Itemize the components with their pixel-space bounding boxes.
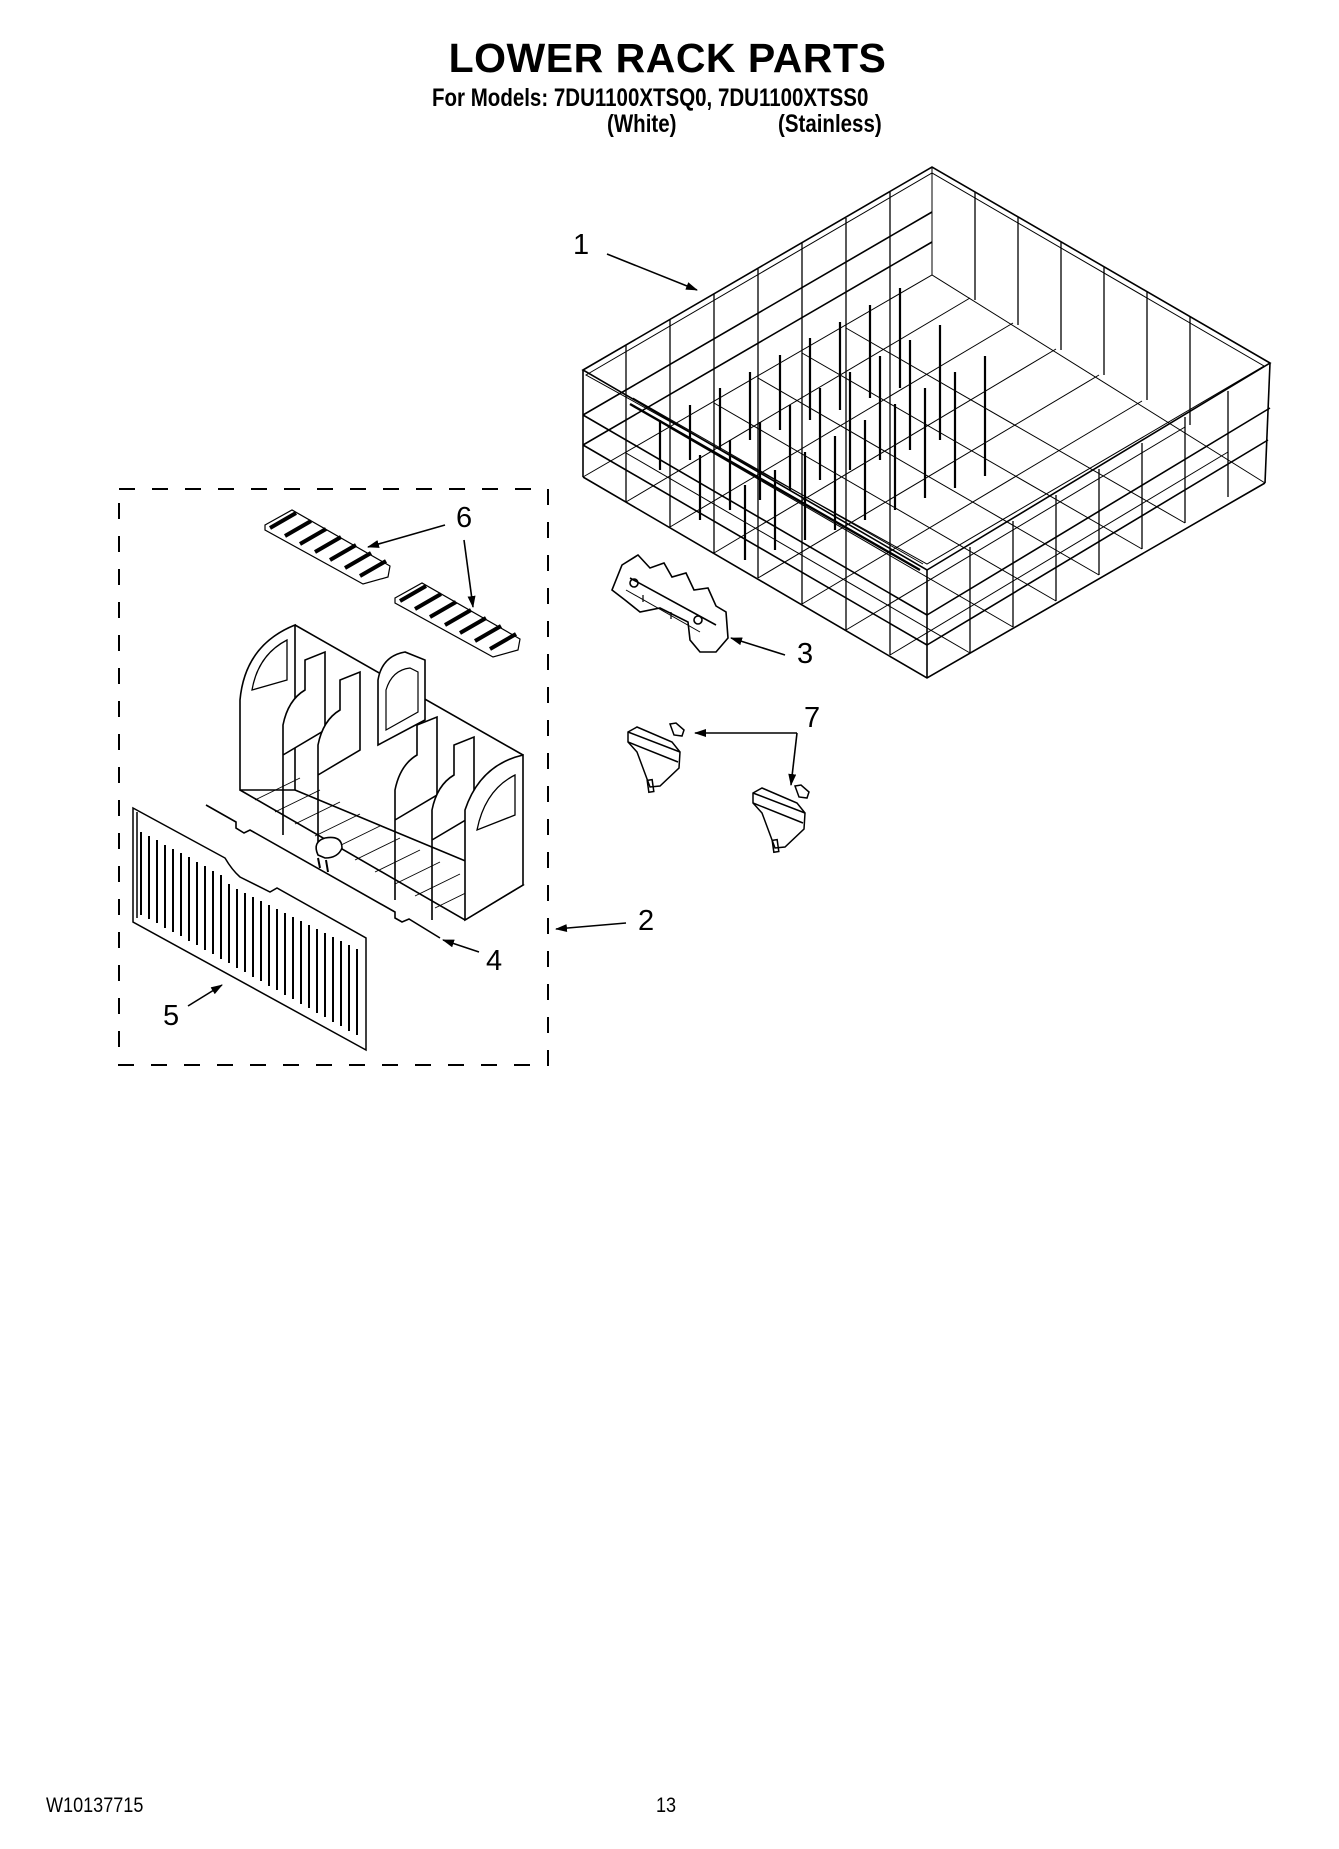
variant-stainless-label: (Stainless) <box>778 110 882 138</box>
wheel-clip-drawing <box>611 553 729 653</box>
callout-3: 3 <box>797 638 814 670</box>
roller-clips-drawing <box>627 722 810 854</box>
lid-strip-1 <box>264 509 391 585</box>
lid-strip-2 <box>394 582 521 658</box>
arrow-2 <box>555 922 627 933</box>
page-number: 13 <box>656 1794 677 1817</box>
page-title: LOWER RACK PARTS <box>448 35 887 81</box>
models-line: For Models: 7DU1100XTSQ0, 7DU1100XTSS0 <box>432 84 869 112</box>
callout-4: 4 <box>486 945 503 977</box>
callout-1: 1 <box>573 229 590 261</box>
roller-clip-a <box>627 722 685 794</box>
callout-arrows <box>187 253 798 1007</box>
arrow-4 <box>442 939 480 953</box>
callout-7: 7 <box>804 702 821 734</box>
variant-white-label: (White) <box>607 110 677 138</box>
arrow-7b <box>788 732 798 786</box>
silverware-basket-drawing <box>239 623 525 922</box>
document-number: W10137715 <box>46 1794 144 1817</box>
basket-cover-drawing <box>132 806 367 1052</box>
arrow-6b <box>463 539 476 608</box>
assembly-dashed-box <box>118 488 549 1066</box>
handle-rod-drawing <box>205 804 441 939</box>
callout-6: 6 <box>456 502 473 534</box>
arrow-6a <box>367 524 446 548</box>
arrow-1 <box>606 253 698 291</box>
arrow-5 <box>187 984 223 1007</box>
lid-strips-drawing <box>264 509 521 658</box>
roller-clip-b <box>752 784 810 854</box>
lower-rack-drawing <box>581 166 1272 679</box>
callout-2: 2 <box>638 905 655 937</box>
callout-5: 5 <box>163 1000 180 1032</box>
arrow-3 <box>730 637 786 656</box>
